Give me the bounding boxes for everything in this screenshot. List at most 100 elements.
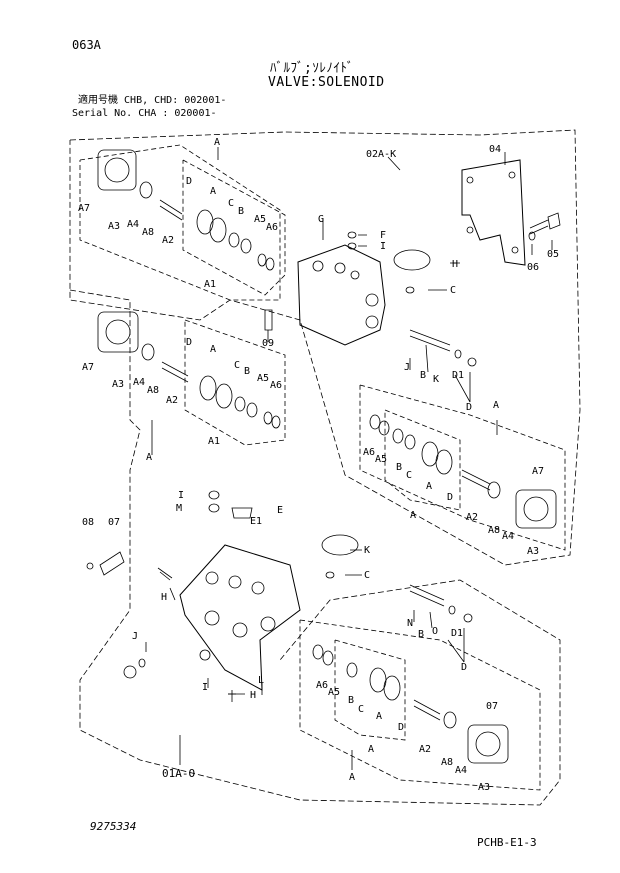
callout-D-lower: D [461,662,467,673]
title-japanese: ﾊﾞﾙﾌﾞ;ｿﾚﾉｲﾄﾞ [270,61,354,76]
callout-H-lower: H [161,592,167,603]
subassembly-right-lower [299,619,541,791]
callout-06: 06 [527,262,539,273]
upper-valve-body [297,244,386,346]
callout-A-right-3: A [410,510,416,521]
callout-A4-right: A4 [502,531,514,542]
subassembly-right-inner [384,409,461,511]
callout-A6-lower: A6 [316,680,328,691]
lower-valve-body [179,544,301,691]
callout-A5-lower: A5 [328,687,340,698]
callout-C-lower-2: C [358,704,364,715]
callout-A6-upper: A6 [266,222,278,233]
callout-E1: E1 [250,516,262,527]
subassembly-right-lower-inner [334,639,406,741]
callout-A2-lower: A2 [419,744,431,755]
callout-01A-O: 01A-O [162,767,195,780]
callout-A-lower-2: A [376,711,382,722]
callout-K-right: K [433,374,439,385]
callout-C-middle: C [234,360,240,371]
callout-A4-lower: A4 [455,765,467,776]
oring-I-upper [347,242,357,250]
page-title: VALVE:SOLENOID [268,75,385,90]
serial-block: 適用号機 CHB, CHD: 002001- Serial No. CHA : … [72,94,226,120]
callout-A8-right: A8 [488,525,500,536]
oring-H-upper [393,249,431,271]
callout-A8-upper: A8 [142,227,154,238]
plug-E [231,507,253,519]
callout-I-lower: I [178,490,184,501]
subassembly-A-upper [182,159,286,296]
callout-A-upper: A [214,137,220,148]
callout-H-bottom: H [250,690,256,701]
callout-J: J [404,362,410,373]
callout-B-lower-2: B [348,695,354,706]
subassembly-A-middle [184,319,286,446]
callout-A-right-2: A [426,481,432,492]
callout-A5-right: A5 [375,454,387,465]
callout-A5-middle: A5 [257,373,269,384]
callout-04: 04 [489,144,501,155]
oring-F [347,231,357,239]
callout-I-upper: I [380,241,386,252]
subassembly-A1-upper [79,144,281,301]
oring-C-upper [405,286,415,294]
callout-02A-K: 02A-K [366,149,396,160]
callout-L: L [258,675,264,686]
callout-A4-upper: A4 [127,219,139,230]
serial-line-2-value: CHA : 020001- [138,108,217,119]
bolt-05 [529,212,561,235]
callout-A3-middle: A3 [112,379,124,390]
callout-C-lower: C [364,570,370,581]
callout-D-right: D [466,402,472,413]
serial-line-2-label: Serial No. [72,108,133,119]
callout-O: O [432,626,438,637]
washer-06 [528,231,536,241]
callout-A5-upper: A5 [254,214,266,225]
callout-D-upper: D [186,176,192,187]
callout-A2-middle: A2 [166,395,178,406]
serial-line-1-label: 適用号機 [78,95,118,106]
callout-08: 08 [82,517,94,528]
plate-07 [99,551,125,576]
callout-A-right-upper: A [493,400,499,411]
sheet-code: 063A [72,38,101,52]
pin-09 [264,309,273,331]
callout-A-bottom: A [349,772,355,783]
callout-A3-lower: A3 [478,782,490,793]
solenoid-A3-lower [467,724,509,764]
callout-C-upper-2: C [228,198,234,209]
callout-A-left: A [146,452,152,463]
callout-I-bottom: I [202,682,208,693]
callout-A8-lower: A8 [441,757,453,768]
callout-A6-middle: A6 [270,380,282,391]
callout-F: F [380,230,386,241]
callout-A1-middle: A1 [208,436,220,447]
callout-H-upper: H [452,259,458,270]
serial-line-1-value: CHB, CHD: 002001- [124,95,227,106]
callout-A-middle: A [210,344,216,355]
callout-05: 05 [547,249,559,260]
solenoid-A3-upper [97,149,137,191]
callout-A7-middle: A7 [82,362,94,373]
plate-04 [461,159,526,266]
callout-A-upper-2: A [210,186,216,197]
callout-D1-lower: D1 [451,628,463,639]
callout-09: 09 [262,338,274,349]
callout-D-right-2: D [447,492,453,503]
callout-D-middle: D [186,337,192,348]
callout-B-right: B [420,370,426,381]
callout-A2-upper: A2 [162,235,174,246]
callout-07-left: 07 [108,517,120,528]
callout-A7-upper: A7 [78,203,90,214]
page-code: PCHB-E1-3 [477,836,537,849]
callout-K-lower: K [364,545,370,556]
callout-C-upper: C [450,285,456,296]
solenoid-A3-right-upper [515,489,557,529]
callout-A4-middle: A4 [133,377,145,388]
callout-A3-upper: A3 [108,221,120,232]
callout-07-right: 07 [486,701,498,712]
callout-A7-right: A7 [532,466,544,477]
callout-A-lower-3: A [368,744,374,755]
